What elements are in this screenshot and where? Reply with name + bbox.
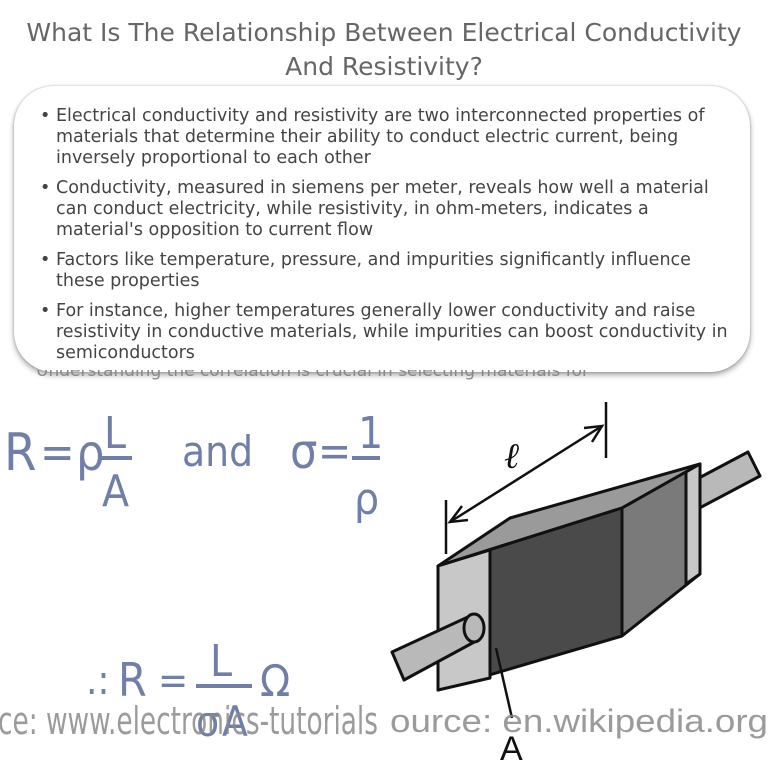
formula-fraction-bar: [100, 456, 132, 460]
formula-r-2: R: [118, 653, 147, 707]
wire-left-end: [462, 612, 486, 644]
block-end-band: [684, 462, 702, 586]
formula-r: R: [4, 423, 37, 483]
resistance-figure: R = ρ L A and σ = 1 ρ .: R = L σ A Ω: [0, 402, 768, 768]
formula-rho-2: ρ: [354, 474, 379, 525]
formula-therefore: .:: [86, 658, 110, 704]
formula-and: and: [182, 427, 253, 476]
bullet-item: Factors like temperature, pressure, and …: [40, 250, 738, 292]
area-leader-line: [494, 647, 514, 719]
truncated-bullet: Understanding the correlation is crucial…: [36, 370, 736, 384]
formula-one: 1: [358, 408, 383, 459]
credit-left: ce: www.electronics-tutorials: [0, 699, 378, 743]
formula-fraction-bar-3: [196, 684, 252, 688]
summary-card: Electrical conductivity and resistivity …: [14, 86, 750, 372]
truncated-bullet-text: Understanding the correlation is crucial…: [36, 370, 589, 381]
length-arrowhead-right: [583, 424, 605, 443]
formula-sigma: σ: [290, 424, 317, 480]
formula-l-2: L: [210, 636, 232, 687]
formula-a: A: [102, 466, 129, 517]
length-arrow-line: [449, 424, 603, 524]
credit-right: ource: en.wikipedia.org: [390, 703, 768, 739]
formula-a-2: A: [222, 697, 248, 746]
formula-fraction-bar-2: [352, 456, 380, 460]
resistor-diagram: [390, 450, 762, 692]
bullet-item: Conductivity, measured in siemens per me…: [40, 178, 738, 241]
length-dimension: [444, 402, 608, 554]
bullet-item: For instance, higher temperatures genera…: [40, 301, 738, 364]
formula-equals-2: =: [318, 426, 351, 477]
page-title: What Is The Relationship Between Electri…: [26, 18, 742, 81]
length-arrowhead-left: [447, 505, 469, 524]
formula-rho: ρ: [76, 424, 105, 482]
formula-sigma-2: σ: [196, 697, 220, 746]
formula-ohm: Ω: [260, 656, 290, 707]
formula-equals: =: [40, 425, 75, 479]
length-label: ℓ: [504, 436, 519, 477]
bullet-item: Electrical conductivity and resistivity …: [40, 106, 738, 169]
resistance-formula: R = ρ L A and σ = 1 ρ .: R = L σ A Ω: [4, 408, 383, 746]
bullet-list: Electrical conductivity and resistivity …: [14, 86, 750, 364]
area-label: A: [500, 730, 523, 768]
formula-equals-3: =: [158, 658, 188, 704]
formula-l: L: [104, 408, 126, 459]
